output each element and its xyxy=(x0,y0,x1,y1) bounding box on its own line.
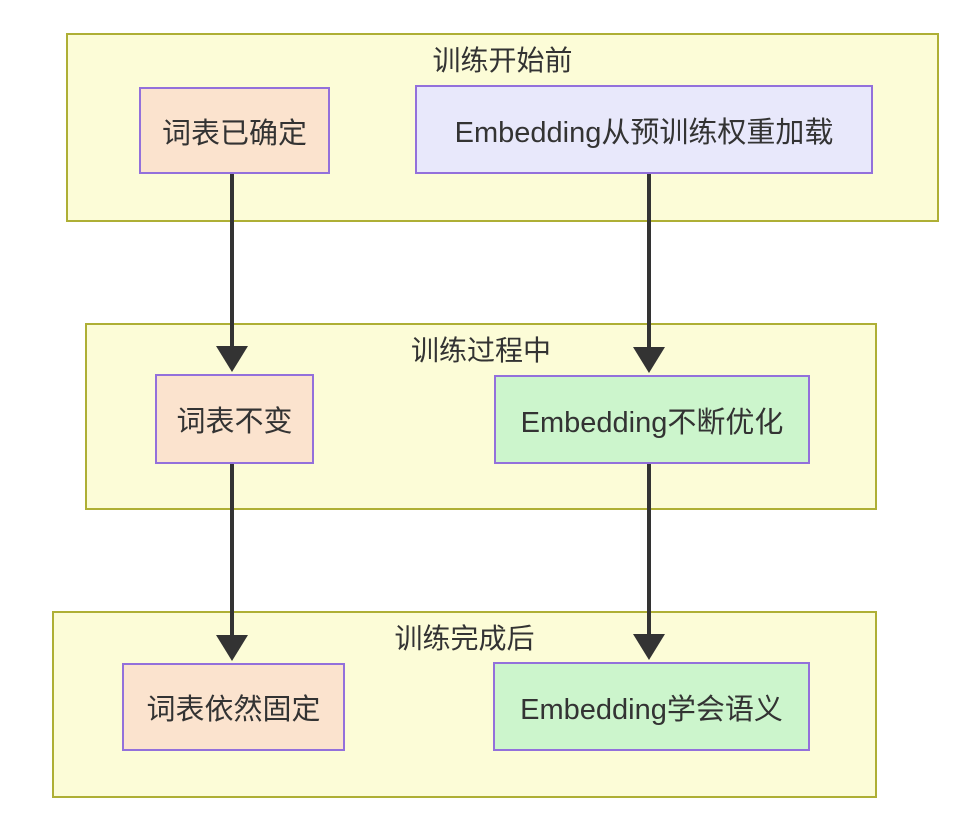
arrow-shaft xyxy=(230,464,234,637)
node-vocab-unchanged: 词表不变 xyxy=(155,374,314,464)
stage-during-training: 训练过程中 词表不变 Embedding不断优化 xyxy=(85,323,877,510)
node-embedding-optimizing: Embedding不断优化 xyxy=(494,375,810,464)
arrow-shaft xyxy=(230,174,234,348)
arrow-vocab-stage2-to-stage3 xyxy=(216,464,248,661)
node-vocab-still-fixed: 词表依然固定 xyxy=(122,663,345,751)
stage-before-training: 训练开始前 词表已确定 Embedding从预训练权重加载 xyxy=(66,33,939,222)
node-embedding-learned-semantics: Embedding学会语义 xyxy=(493,662,810,751)
arrow-embedding-stage2-to-stage3 xyxy=(633,464,665,660)
stage-title-before-training: 训练开始前 xyxy=(432,45,573,76)
arrow-vocab-stage1-to-stage2 xyxy=(216,174,248,372)
stage-after-training: 训练完成后 词表依然固定 Embedding学会语义 xyxy=(52,611,877,798)
stage-title-during-training: 训练过程中 xyxy=(410,335,551,366)
node-embedding-loaded-from-pretrained: Embedding从预训练权重加载 xyxy=(415,85,873,174)
stage-title-after-training: 训练完成后 xyxy=(394,623,535,654)
arrow-embedding-stage1-to-stage2 xyxy=(633,174,665,373)
node-vocab-determined: 词表已确定 xyxy=(139,87,330,174)
arrow-shaft xyxy=(647,174,651,349)
arrow-head-icon xyxy=(216,635,248,661)
arrow-head-icon xyxy=(633,347,665,373)
arrow-head-icon xyxy=(633,634,665,660)
arrow-head-icon xyxy=(216,346,248,372)
arrow-shaft xyxy=(647,464,651,636)
